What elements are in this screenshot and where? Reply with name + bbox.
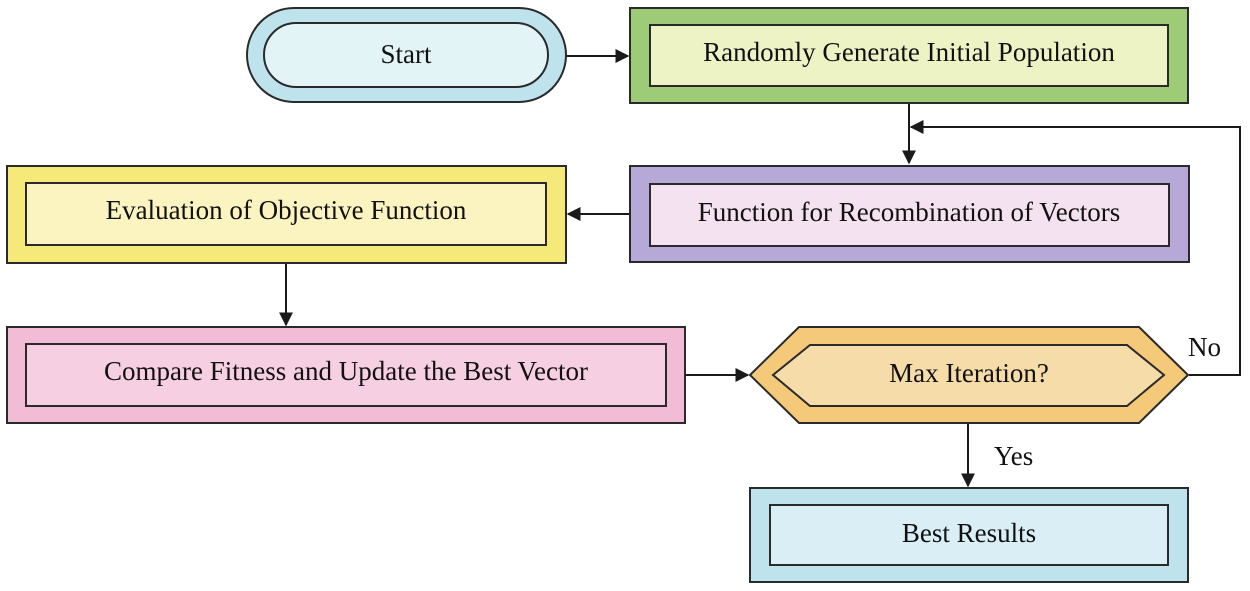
node-result-inner [769, 504, 1169, 566]
node-start-inner [263, 22, 549, 88]
edge-decision-no-loop [909, 120, 1241, 376]
edge-label-no: No [1188, 332, 1221, 362]
node-init-inner [649, 24, 1169, 87]
node-compare-label: Compare Fitness and Update the Best Vect… [104, 356, 588, 386]
node-best-results: Best Results [749, 487, 1189, 583]
node-evaluation: Evaluation of Objective Function [6, 165, 567, 264]
node-start: Start [246, 7, 567, 103]
node-compare-inner [25, 343, 667, 407]
node-result-label: Best Results [902, 518, 1036, 548]
node-decision: Max Iteration? [748, 326, 1190, 424]
node-init-population: Randomly Generate Initial Population [629, 7, 1189, 104]
node-recombine-label: Function for Recombination of Vectors [698, 197, 1120, 227]
node-decision-inner [771, 344, 1166, 407]
node-recombination: Function for Recombination of Vectors [629, 165, 1190, 263]
node-recombine-inner [649, 183, 1170, 247]
node-start-label: Start [381, 39, 432, 69]
node-evaluate-inner [25, 182, 547, 246]
edge-label-yes: Yes [994, 441, 1033, 471]
node-compare-fitness: Compare Fitness and Update the Best Vect… [6, 326, 686, 424]
node-init-label: Randomly Generate Initial Population [703, 37, 1115, 67]
node-evaluate-label: Evaluation of Objective Function [106, 195, 467, 225]
node-decision-label: Max Iteration? [889, 358, 1049, 388]
edges: No Yes [279, 49, 1241, 488]
